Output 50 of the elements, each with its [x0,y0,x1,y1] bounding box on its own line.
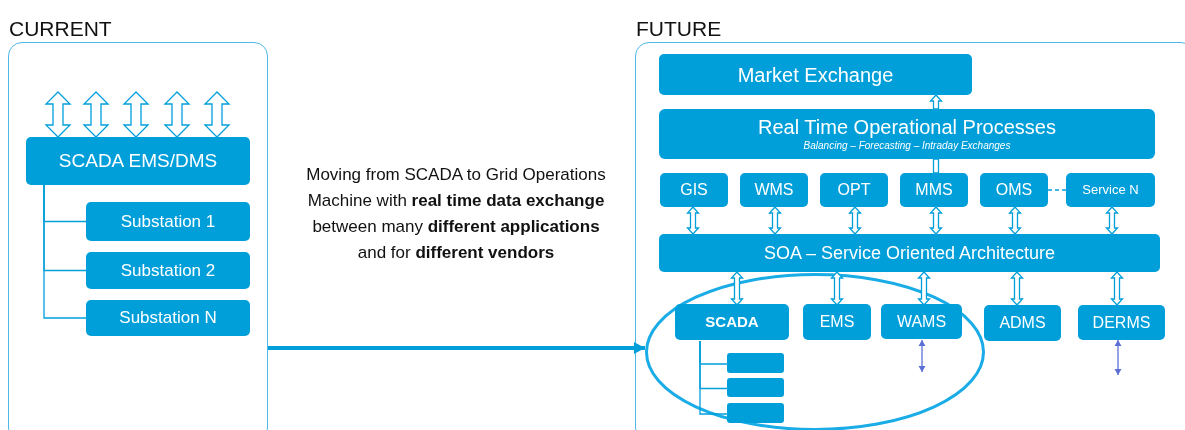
hollow-double-arrow [1110,271,1124,306]
panel-heading: FUTURE [636,16,722,42]
tree-connector [699,340,729,415]
hollow-double-arrow [929,206,943,235]
arrow [1114,339,1122,376]
panel-heading: CURRENT [9,16,112,42]
process-box: Market Exchange [659,54,972,95]
process-box: Service N [1066,173,1155,207]
tree-connector [43,184,87,319]
process-box: ADMS [984,305,1061,341]
hollow-double-arrow [44,91,72,138]
box-subtitle: Balancing – Forecasting – Intraday Exchanges [803,140,1011,153]
hollow-double-arrow [730,271,744,306]
process-box: SCADA [675,304,789,340]
hollow-double-arrow [686,206,700,235]
process-box: MMS [900,173,968,207]
data-block [727,403,784,423]
process-box: Substation 2 [86,252,250,289]
process-box: Substation N [86,300,250,336]
process-box: Substation 1 [86,202,250,241]
process-box: DERMS [1078,305,1165,340]
hollow-double-arrow [82,91,110,138]
hollow-double-arrow [1008,206,1022,235]
process-box: SCADA EMS/DMS [26,137,250,185]
dashed-connector [1047,189,1067,191]
arrow [918,339,926,373]
process-box: WAMS [881,304,962,339]
hollow-double-arrow [830,271,844,306]
process-box: EMS [803,304,871,340]
hollow-double-arrow [917,271,931,306]
process-box: OMS [980,173,1048,207]
data-block [727,378,784,397]
double-line-connector [932,158,940,174]
hollow-double-arrow [122,91,150,138]
hollow-double-arrow [768,206,782,235]
process-box: SOA – Service Oriented Architecture [659,234,1160,272]
description-text: Moving from SCADA to Grid Operations Machine with real time data exchange between many different applications and for different vendors [305,164,607,264]
process-box: OPT [820,173,888,207]
hollow-double-arrow [848,206,862,235]
process-box: WMS [740,173,808,207]
box-title: Real Time Operational Processes [758,115,1056,141]
arrow [268,342,645,354]
hollow-double-arrow [1105,206,1119,235]
process-box [659,109,1155,159]
process-box: GIS [660,173,728,207]
hollow-double-arrow [1010,271,1024,306]
hollow-double-arrow [203,91,231,138]
hollow-double-arrow [929,94,943,110]
hollow-double-arrow [163,91,191,138]
data-block [727,353,784,373]
